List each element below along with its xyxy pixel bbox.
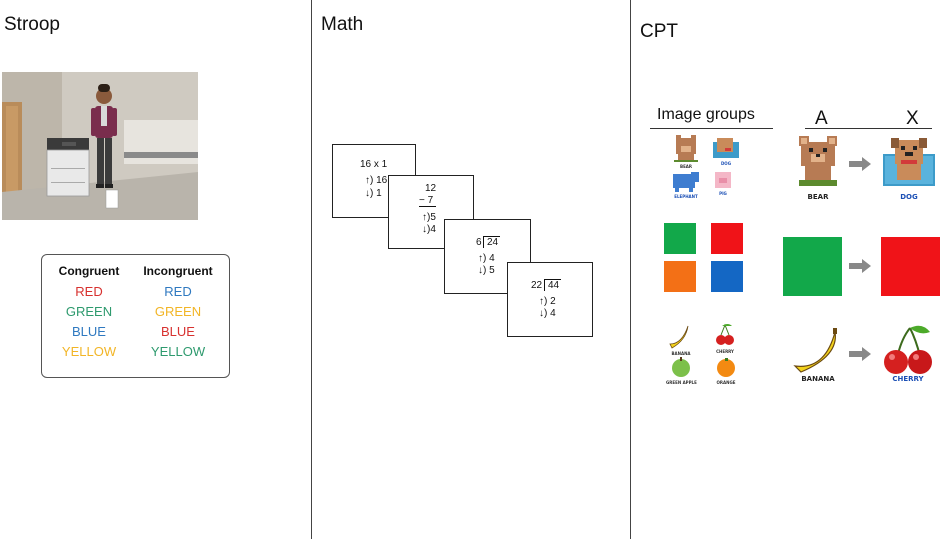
x-heading: X	[906, 108, 919, 129]
answer-down: ↓)4	[422, 224, 436, 235]
incongruent-word: YELLOW	[150, 344, 206, 359]
congruent-list: RED GREEN BLUE YELLOW	[46, 282, 132, 362]
congruent-word: YELLOW	[61, 344, 117, 359]
stroop-title: Stroop	[4, 14, 60, 35]
answer-down: ↓) 1	[365, 188, 382, 199]
fruit-icons	[669, 323, 735, 377]
pig-label: PIG	[719, 191, 727, 196]
banana-label-big: BANANA	[801, 375, 835, 383]
orange-label: ORANGE	[716, 380, 736, 385]
incongruent-header: Incongruent	[143, 264, 213, 278]
cherry-label-big: CHERRY	[892, 375, 924, 383]
dog-image	[881, 134, 937, 194]
answer-up: ↑) 2	[539, 296, 556, 307]
green-apple-label: GREEN APPLE	[666, 380, 697, 385]
divisor: 6	[476, 237, 482, 248]
small-red-square	[711, 223, 743, 254]
congruent-word: RED	[75, 284, 103, 299]
big-red-square	[881, 237, 940, 296]
answer-up: ↑)5	[422, 212, 436, 223]
big-green-square	[783, 237, 842, 296]
ax-underline	[805, 128, 932, 129]
arrow-colors-head	[862, 259, 871, 273]
bear-pair-label: BEAR	[807, 193, 829, 201]
image-groups-heading: Image groups	[657, 106, 755, 123]
animal-group: BEAR DOG ELEPHANT PIG	[665, 134, 745, 202]
cherry-label: CHERRY	[716, 349, 734, 354]
incongruent-list: RED GREEN BLUE YELLOW	[134, 282, 222, 362]
incongruent-word: BLUE	[161, 324, 195, 339]
image-groups-underline	[650, 128, 773, 129]
congruent-header: Congruent	[58, 264, 120, 278]
divider-left	[311, 0, 312, 539]
dividend: 44	[544, 279, 562, 291]
cherry-image	[880, 324, 936, 376]
a-heading: A	[815, 108, 828, 129]
arrow-colors	[849, 263, 863, 269]
answer-up: ↑) 4	[478, 253, 495, 264]
answer-down: ↓) 4	[539, 308, 556, 319]
subtrahend: − 7	[419, 195, 437, 207]
elephant-label: ELEPHANT	[674, 194, 698, 199]
stroop-word-table: Congruent Incongruent RED GREEN BLUE YEL…	[41, 254, 230, 378]
bear-image	[795, 136, 841, 194]
incongruent-word: RED	[164, 284, 192, 299]
divider-right	[630, 0, 631, 539]
small-green-square	[664, 223, 696, 254]
math-problem: 16 x 1	[360, 159, 388, 170]
arrow-animals	[849, 161, 863, 167]
cpt-title: CPT	[640, 21, 678, 42]
fruit-group: BANANA CHERRY GREEN APPLE ORANGE	[664, 320, 744, 390]
banana-image	[791, 326, 843, 374]
divisor: 22	[531, 280, 543, 291]
math-card-4: 22 44 ↑) 2 ↓) 4	[507, 262, 593, 337]
incongruent-word: GREEN	[154, 304, 202, 319]
arrow-animals-head	[862, 157, 871, 171]
office-scene-image	[2, 72, 198, 220]
animal-icons	[673, 135, 739, 192]
color-group	[664, 223, 744, 293]
bear-label: BEAR	[680, 164, 692, 169]
arrow-fruits	[849, 351, 863, 357]
congruent-word: BLUE	[72, 324, 106, 339]
answer-up: ↑) 16	[365, 175, 388, 186]
dog-label: DOG	[720, 161, 731, 166]
dog-pair-label: DOG	[900, 193, 918, 201]
small-blue-square	[711, 261, 743, 292]
minuend: 12	[425, 183, 437, 194]
answer-down: ↓) 5	[478, 265, 495, 276]
small-orange-square	[664, 261, 696, 292]
dividend: 24	[483, 236, 501, 248]
congruent-word: GREEN	[65, 304, 113, 319]
banana-label: BANANA	[671, 351, 691, 356]
arrow-fruits-head	[862, 347, 871, 361]
math-title: Math	[321, 14, 364, 35]
